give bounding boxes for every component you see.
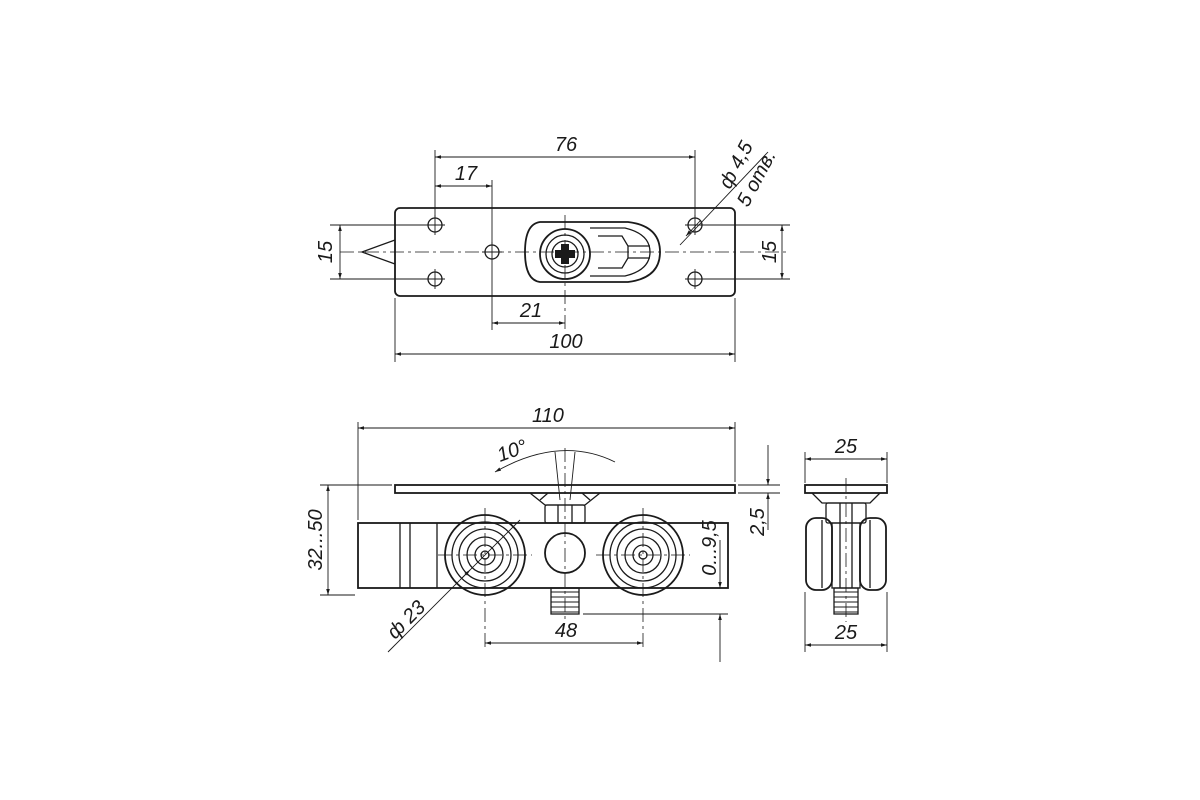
dim-17-label: 17	[455, 163, 478, 185]
side-view: 25 25	[804, 436, 888, 652]
carriage-body	[357, 522, 729, 589]
dim-76-label: 76	[555, 134, 578, 156]
adjust-range-label: 0...9,5	[699, 519, 721, 575]
dim-21-label: 21	[519, 300, 542, 322]
height-range-label: 32...50	[305, 509, 327, 570]
left-wheel	[438, 508, 532, 650]
angle-arc	[494, 450, 616, 473]
wheel-diameter-label: ф 23	[383, 597, 430, 644]
dim-15-left-label: 15	[315, 240, 337, 263]
side-threaded-stud	[833, 587, 859, 615]
dim-25-bottom-label: 25	[834, 622, 858, 644]
mounting-holes	[425, 215, 705, 289]
dim-110-label: 110	[532, 405, 564, 427]
threaded-stud	[550, 587, 580, 615]
dim-15-right-label: 15	[759, 240, 781, 263]
right-wheel	[596, 508, 690, 650]
adjuster-knob	[544, 532, 586, 574]
dim-25-top-label: 25	[834, 436, 858, 458]
wheel-dia-leader	[387, 519, 521, 653]
front-view: 10°	[305, 405, 780, 662]
hole-leader-line	[679, 151, 769, 246]
angle-10-label: 10°	[494, 436, 530, 467]
top-view: 76 17 ф 4,5 5 отв. 15 15 21 100	[315, 134, 790, 362]
pointer-tip	[360, 239, 396, 265]
plate-thickness-label: 2,5	[747, 507, 769, 537]
dim-100-label: 100	[549, 331, 582, 353]
dim-48-label: 48	[555, 620, 577, 642]
